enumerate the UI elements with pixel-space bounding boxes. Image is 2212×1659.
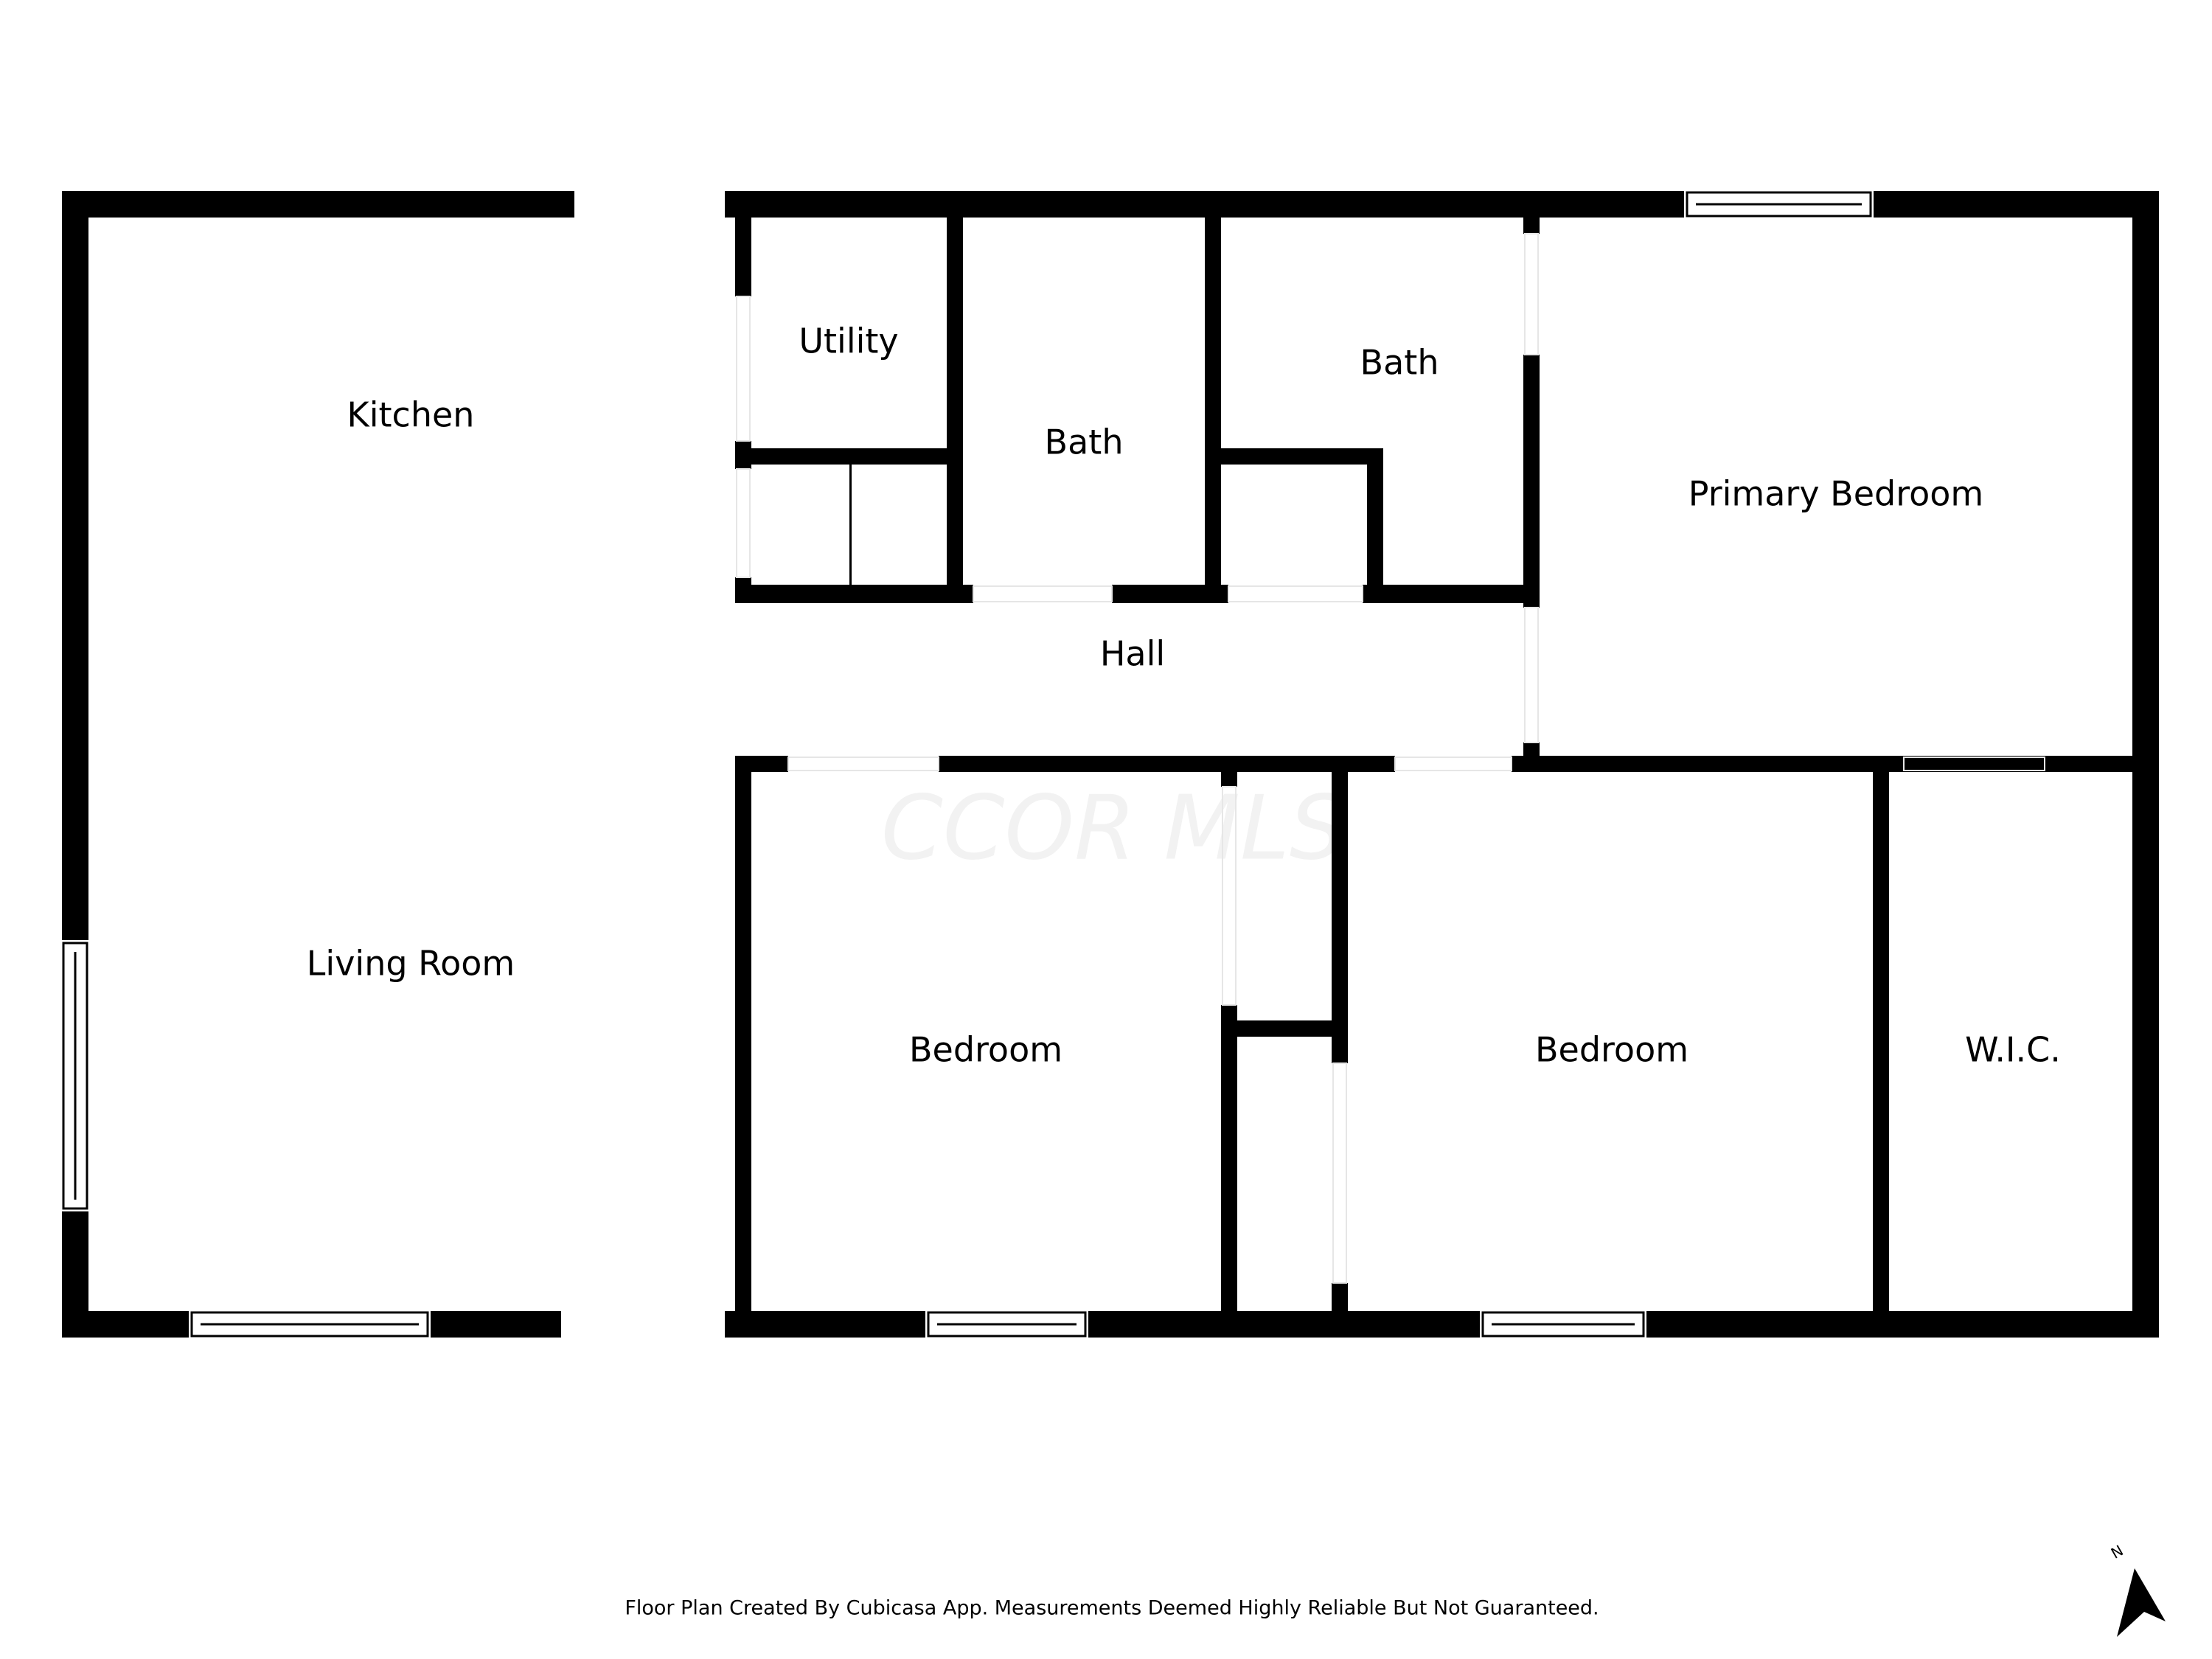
- room-label-wic: W.I.C.: [1965, 1030, 2061, 1070]
- room-label-hall: Hall: [1100, 634, 1165, 674]
- watermark: CCOR MLS: [881, 778, 1346, 880]
- interior-walls: [735, 204, 2138, 1312]
- room-label-kitchen: Kitchen: [347, 395, 475, 435]
- room-label-bath: Bath: [1360, 343, 1439, 383]
- north-arrow-shape: [2117, 1568, 2166, 1637]
- room-label-utility: Utility: [799, 321, 898, 361]
- room-label-bedroom: Bedroom: [1535, 1030, 1688, 1070]
- room-label-bedroom: Bedroom: [909, 1030, 1062, 1070]
- room-label-living-room: Living Room: [307, 944, 515, 984]
- room-label-bath: Bath: [1045, 422, 1124, 462]
- north-arrow-icon: N: [2108, 1542, 2166, 1637]
- room-labels: Kitchen Living Room Utility Bath Bath Pr…: [307, 321, 2061, 1070]
- room-label-primary-bedroom: Primary Bedroom: [1688, 474, 1983, 514]
- windows: [62, 191, 1872, 1338]
- compass-north-label: N: [2108, 1542, 2126, 1562]
- footer-disclaimer: Floor Plan Created By Cubicasa App. Meas…: [625, 1597, 1599, 1620]
- door-openings: [736, 233, 2045, 1284]
